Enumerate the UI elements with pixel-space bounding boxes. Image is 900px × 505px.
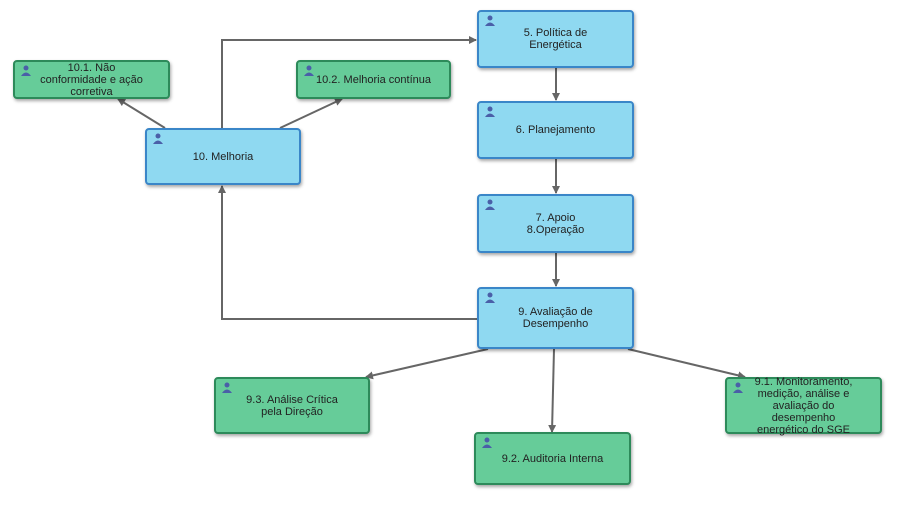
- connector-9-to-9-1: [627, 348, 746, 380]
- people-icon: [485, 199, 495, 210]
- people-icon: [153, 133, 163, 144]
- node-label: 9.1. Monitoramento, medição, análise e a…: [754, 375, 853, 436]
- node-label: 9.3. Análise Crítica pela Direção: [246, 393, 338, 418]
- node-melhoria-continua[interactable]: 10.2. Melhoria contínua: [296, 60, 451, 99]
- people-icon: [222, 382, 232, 393]
- node-planejamento[interactable]: 6. Planejamento: [477, 101, 634, 159]
- people-icon: [482, 437, 492, 448]
- people-icon: [21, 65, 31, 76]
- node-analise-critica[interactable]: 9.3. Análise Crítica pela Direção: [214, 377, 370, 434]
- people-icon: [733, 382, 743, 393]
- node-label: 10. Melhoria: [192, 150, 254, 163]
- connector-9-to-9-3: [365, 348, 489, 380]
- node-label: 9. Avaliação de Desempenho: [518, 306, 593, 330]
- node-label: 6. Planejamento: [515, 124, 596, 136]
- people-icon: [304, 65, 314, 76]
- connector-9-to-9-2: [548, 348, 557, 433]
- node-melhoria[interactable]: 10. Melhoria: [145, 128, 301, 185]
- node-label: 7. Apoio 8.Operação: [526, 211, 585, 236]
- connector-9-to-10: [218, 185, 477, 320]
- connector-10-to-10-2: [279, 98, 343, 129]
- node-monitoramento[interactable]: 9.1. Monitoramento, medição, análise e a…: [725, 375, 882, 436]
- node-label: 10.1. Não conformidade e ação corretiva: [40, 61, 143, 98]
- people-icon: [485, 292, 495, 303]
- node-label: 5. Política de Energética: [523, 27, 588, 51]
- node-politica-energetica[interactable]: 5. Política de Energética: [477, 10, 634, 68]
- node-apoio-operacao[interactable]: 7. Apoio 8.Operação: [477, 194, 634, 253]
- node-label: 9.2. Auditoria Interna: [501, 452, 604, 465]
- connector-10-to-5: [221, 36, 477, 128]
- node-avaliacao-desempenho[interactable]: 9. Avaliação de Desempenho: [477, 287, 634, 349]
- node-nao-conformidade[interactable]: 10.1. Não conformidade e ação corretiva: [13, 60, 170, 99]
- connector-10-to-10-1: [117, 98, 166, 129]
- people-icon: [485, 106, 495, 117]
- node-label: 10.2. Melhoria contínua: [316, 73, 431, 86]
- node-auditoria-interna[interactable]: 9.2. Auditoria Interna: [474, 432, 631, 485]
- people-icon: [485, 15, 495, 26]
